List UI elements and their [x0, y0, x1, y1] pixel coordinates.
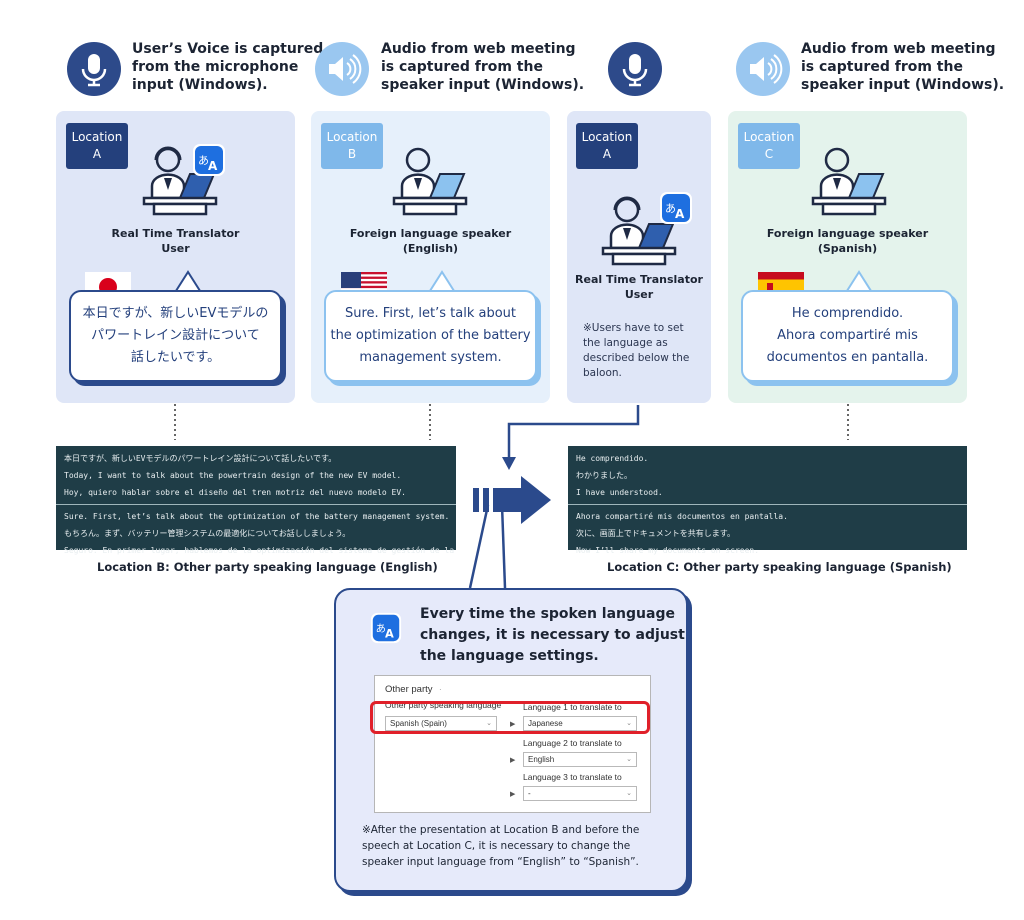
play-arrow-icon: ▶ — [510, 721, 516, 728]
transcript-label-b: Location B: Other party speaking languag… — [97, 560, 438, 574]
location-badge: Location A — [66, 123, 128, 169]
transcript-line: He comprendido. — [576, 454, 649, 463]
language2-select[interactable]: English ⌄ — [523, 752, 637, 767]
language1-label: Language 1 to translate to — [523, 702, 622, 712]
transcript-line: 次に、画面上でドキュメントを共有します。 — [576, 529, 735, 538]
language3-label: Language 3 to translate to — [523, 772, 622, 782]
transcript-panel-b: 本日ですが、新しいEVモデルのパワートレイン設計について話したいです。 Toda… — [56, 446, 456, 555]
svg-text:A: A — [675, 207, 685, 221]
mic-caption: User’s Voice is captured from the microp… — [132, 41, 324, 93]
bubble-text: 本日ですが、新しいEVモデルの パワートレイン設計について 話したいです。 — [82, 306, 269, 365]
settings-section-title: Other party — [385, 684, 433, 695]
translator-app-icon: あ A — [658, 190, 694, 230]
speaking-language-label: Other party speaking language — [385, 700, 502, 710]
bubble-tail — [426, 270, 460, 298]
speaker-caption-b: Audio from web meeting is captured from … — [381, 41, 585, 93]
language3-select[interactable]: - ⌄ — [523, 786, 637, 801]
speech-bubble: Sure. First, let’s talk about the optimi… — [324, 290, 537, 382]
person-at-laptop-icon — [809, 140, 889, 220]
transcript-line: Ahora compartiré mis documentos en panta… — [576, 512, 788, 521]
speaker-icon — [736, 42, 790, 96]
transcript-label-c: Location C: Other party speaking languag… — [607, 560, 952, 574]
transcript-line: 本日ですが、新しいEVモデルのパワートレイン設計について話したいです。 — [64, 454, 337, 463]
role-label: Foreign language speaker (English) — [349, 227, 512, 255]
location-badge: Location C — [738, 123, 800, 169]
svg-text:A: A — [208, 159, 218, 173]
person-at-laptop-icon — [599, 190, 679, 270]
svg-text:あ: あ — [376, 623, 386, 635]
settings-panel: Other party · Other party speaking langu… — [374, 675, 651, 813]
speaker-caption-c: Audio from web meeting is captured from … — [801, 41, 1005, 93]
select-value: Spanish (Spain) — [390, 719, 447, 728]
microphone-icon — [608, 42, 662, 96]
speech-bubble: He comprendido. Ahora compartiré mis doc… — [741, 290, 954, 382]
chevron-down-icon: ⌄ — [626, 756, 632, 763]
transcript-line: Seguro. En primer lugar, hablemos de la … — [64, 546, 456, 555]
role-label: Real Time Translator User — [111, 227, 240, 255]
play-arrow-icon: ▶ — [510, 757, 516, 764]
chevron-down-icon: ⌄ — [626, 790, 632, 797]
transcript-panel-c: He comprendido. わかりました。 I have understoo… — [568, 446, 967, 555]
role-label: Real Time Translator User — [575, 273, 703, 301]
microphone-icon — [67, 42, 121, 96]
play-arrow-icon: ▶ — [510, 791, 516, 798]
select-value: - — [528, 789, 531, 798]
select-value: Japanese — [528, 719, 563, 728]
svg-text:あ: あ — [665, 202, 676, 215]
speaker-icon — [315, 42, 369, 96]
svg-text:A: A — [385, 626, 394, 640]
person-at-laptop-icon — [140, 140, 220, 220]
chevron-down-icon: ⌄ — [486, 720, 492, 727]
transcript-line: Now I’ll share my documents on screen. — [576, 546, 760, 555]
transcript-line: Sure. First, let’s talk about the optimi… — [64, 512, 450, 521]
location-badge: Location B — [321, 123, 383, 169]
select-value: English — [528, 755, 555, 764]
transcript-divider — [56, 504, 456, 505]
callout-title: Every time the spoken language changes, … — [420, 606, 685, 664]
info-dot-icon: · — [439, 685, 442, 694]
language2-label: Language 2 to translate to — [523, 738, 622, 748]
bubble-text: Sure. First, let’s talk about the optimi… — [330, 306, 531, 365]
callout-note: ※After the presentation at Location B an… — [362, 824, 640, 868]
bubble-tail — [172, 270, 206, 298]
person-at-laptop-icon — [390, 140, 470, 220]
svg-text:あ: あ — [198, 154, 209, 167]
translator-app-icon: あ A — [369, 611, 403, 649]
speech-bubble: 本日ですが、新しいEVモデルの パワートレイン設計について 話したいです。 — [69, 290, 282, 382]
bubble-text: He comprendido. Ahora compartiré mis doc… — [766, 306, 929, 365]
role-label: Foreign language speaker (Spanish) — [766, 227, 929, 255]
chevron-down-icon: ⌄ — [626, 720, 632, 727]
settings-note: ※Users have to set the language as descr… — [583, 322, 690, 379]
highlight-box — [370, 701, 650, 734]
transcript-line: わかりました。 — [576, 471, 632, 480]
transcript-line: Today, I want to talk about the powertra… — [64, 471, 402, 480]
transcript-line: もちろん。まず、バッテリー管理システムの最適化についてお話ししましょう。 — [64, 529, 351, 538]
transcript-line: I have understood. — [576, 488, 663, 497]
language1-select[interactable]: Japanese ⌄ — [523, 716, 637, 731]
transcript-divider — [568, 504, 967, 505]
location-badge: Location A — [576, 123, 638, 169]
bubble-tail — [843, 270, 877, 298]
right-arrow-icon — [473, 474, 553, 530]
translator-app-icon: あ A — [191, 142, 227, 182]
transcript-line: Hoy, quiero hablar sobre el diseño del t… — [64, 488, 406, 497]
speaking-language-select[interactable]: Spanish (Spain) ⌄ — [385, 716, 497, 731]
